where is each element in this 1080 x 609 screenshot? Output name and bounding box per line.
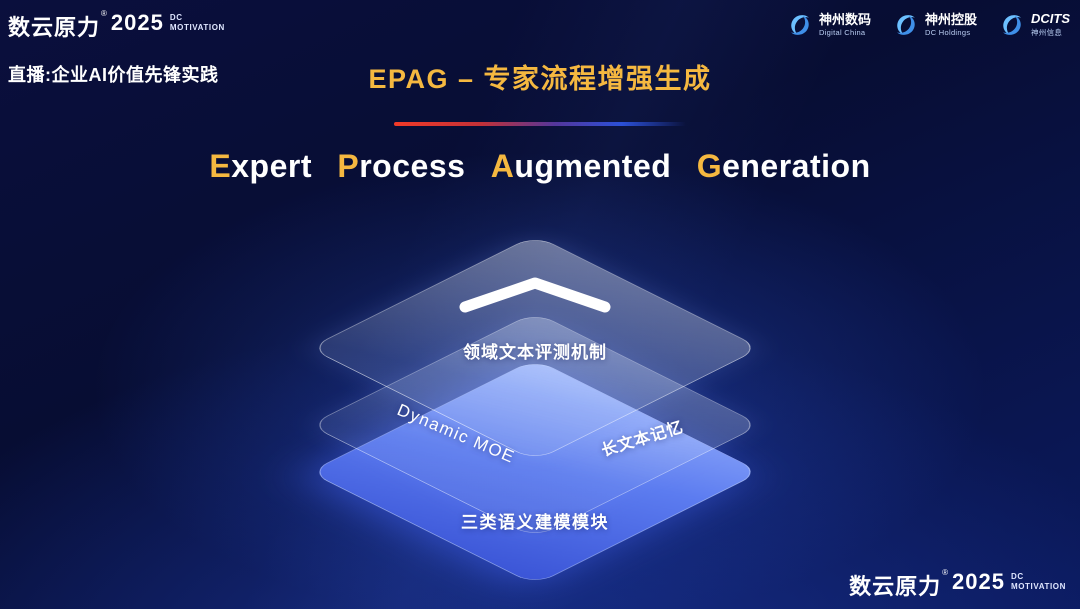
heading-word-rest: xpert xyxy=(231,148,312,184)
partner-name: 神州数码 xyxy=(818,12,871,28)
brand-year: 2025 xyxy=(110,10,164,35)
heading-word-initial: A xyxy=(490,148,515,184)
layer-middle-moe-memory xyxy=(308,311,762,539)
brand-tagline: DC MOTIVATION xyxy=(1011,572,1066,591)
dc-holdings-swoosh-icon xyxy=(897,15,915,35)
partner-logos: 神州数码 Digital China 神州控股 DC Holdings DCIT… xyxy=(787,11,1070,38)
brand-tag-line2: MOTIVATION xyxy=(169,22,225,32)
slide-title: EPAG – 专家流程增强生成 xyxy=(368,64,712,94)
brand-logo-top: 数云原力®2025 DC MOTIVATION xyxy=(8,9,225,42)
partner-subtitle: DC Holdings xyxy=(924,27,971,37)
heading-word: Generation xyxy=(697,148,871,185)
heading-word-initial: G xyxy=(696,148,723,184)
heading-word-initial: P xyxy=(337,148,360,184)
digital-china-swoosh-icon xyxy=(791,15,809,35)
partner-name: 神州控股 xyxy=(924,12,977,28)
brand-year: 2025 xyxy=(952,569,1005,594)
heading-word: Augmented xyxy=(491,148,672,185)
partner-logo-dcits: DCITS 神州信息 xyxy=(999,11,1070,38)
partner-text: 神州数码 Digital China xyxy=(818,12,871,37)
brand-name: 数云原力 xyxy=(849,574,942,599)
partner-text: DCITS 神州信息 xyxy=(1031,11,1070,38)
label-domain-text-evaluation: 领域文本评测机制 xyxy=(463,343,607,362)
heading-word: Process xyxy=(337,148,465,185)
registered-mark: ® xyxy=(942,568,949,577)
brand-tagline: DC MOTIVATION xyxy=(170,13,225,32)
partner-subtitle: 神州信息 xyxy=(1031,27,1063,37)
live-stream-label: 直播:企业AI价值先锋实践 xyxy=(8,65,219,85)
label-semantic-modeling-modules: 三类语义建模模块 xyxy=(461,513,609,532)
heading-word-rest: rocess xyxy=(359,148,466,184)
brand-tag-line1: DC xyxy=(169,13,183,22)
layer-bottom-semantic-modeling xyxy=(308,358,762,586)
registered-mark: ® xyxy=(101,9,107,18)
partner-subtitle: Digital China xyxy=(818,27,866,37)
dcits-swoosh-icon xyxy=(1003,15,1021,35)
english-heading: Expert Process Augmented Generation xyxy=(0,148,1080,185)
label-long-text-memory: 长文本记忆 xyxy=(599,418,686,460)
heading-word-rest: eneration xyxy=(722,148,871,184)
label-dynamic-moe: Dynamic MOE xyxy=(394,400,518,467)
heading-word: Expert xyxy=(209,148,312,185)
brand-tag-line2: MOTIVATION xyxy=(1010,581,1066,591)
chevron-up-icon xyxy=(459,277,611,313)
brand-tag-line1: DC xyxy=(1010,572,1024,581)
partner-name: DCITS xyxy=(1031,11,1070,27)
gradient-divider xyxy=(394,122,686,126)
heading-word-initial: E xyxy=(209,148,232,184)
partner-text: 神州控股 DC Holdings xyxy=(924,12,977,37)
brand-logo-bottom: 数云原力®2025 DC MOTIVATION xyxy=(849,568,1066,601)
heading-word-rest: ugmented xyxy=(514,148,672,184)
brand-name: 数云原力 xyxy=(8,15,101,40)
layer-top-evaluation xyxy=(308,234,762,462)
partner-logo-digital-china: 神州数码 Digital China xyxy=(787,12,871,38)
partner-logo-dc-holdings: 神州控股 DC Holdings xyxy=(893,12,977,38)
